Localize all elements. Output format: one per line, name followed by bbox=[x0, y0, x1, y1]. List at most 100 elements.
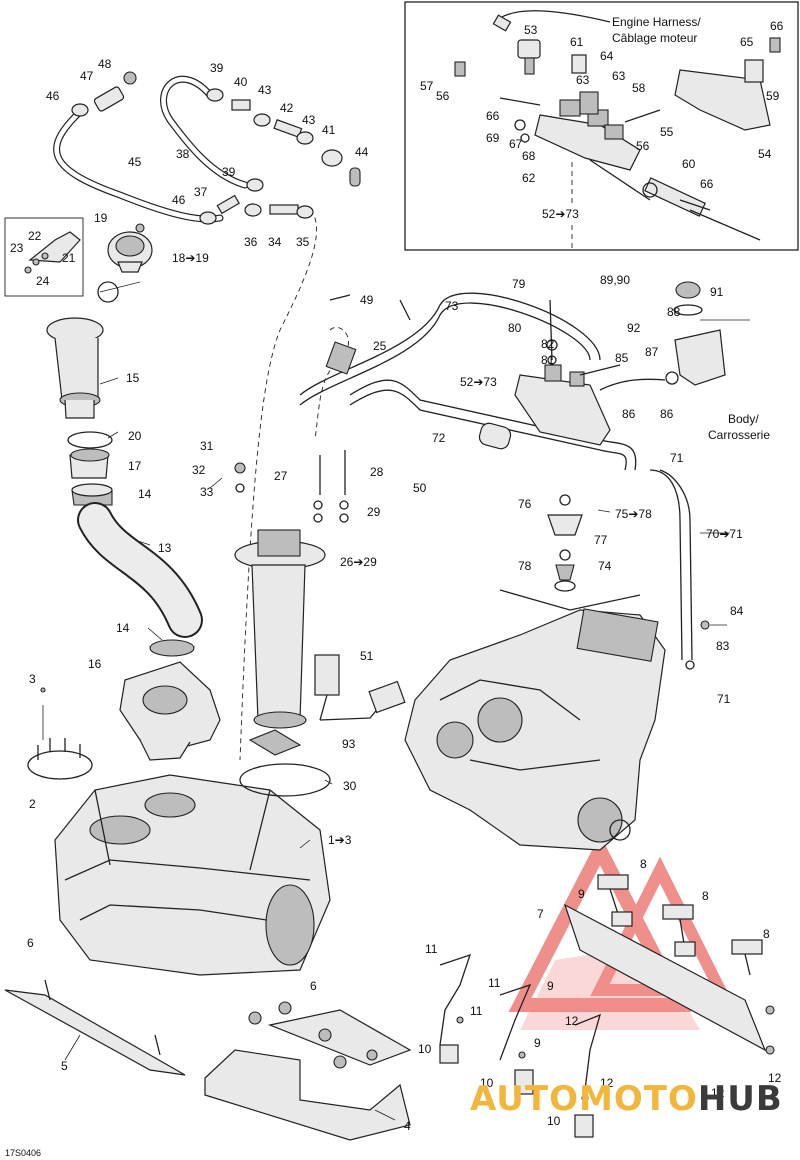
callout-label: 75➔78 bbox=[615, 507, 652, 521]
callout-label: 8 bbox=[702, 889, 709, 903]
callout-label: 48 bbox=[98, 57, 112, 71]
watermark-part2: MOTO bbox=[579, 1079, 698, 1119]
callout-label: 66 bbox=[770, 19, 784, 33]
callout-label: 32 bbox=[192, 463, 206, 477]
leader-lines bbox=[64, 377, 730, 1121]
callout-label: 93 bbox=[342, 737, 356, 751]
callout-label: 24 bbox=[36, 274, 50, 288]
callout-label: 19 bbox=[94, 211, 108, 225]
callout-label: 36 bbox=[244, 235, 258, 249]
callout-label: 63 bbox=[576, 73, 590, 87]
pressure-regulator bbox=[499, 494, 641, 611]
watermark-part1: AUTO bbox=[470, 1079, 579, 1119]
callout-label: 76 bbox=[518, 497, 532, 511]
callout-label: 71 bbox=[670, 451, 684, 465]
callout-label: 91 bbox=[710, 285, 724, 299]
callout-label: 57 bbox=[420, 79, 434, 93]
fuel-rail bbox=[514, 299, 666, 446]
callout-label: 45 bbox=[128, 155, 142, 169]
body-label-line1: Body/ bbox=[728, 412, 759, 426]
callout-label: 13 bbox=[158, 541, 172, 555]
callout-label: 50 bbox=[413, 481, 427, 495]
callout-label: 52➔73 bbox=[460, 375, 497, 389]
callout-label: 86 bbox=[660, 407, 674, 421]
callout-label: 56 bbox=[436, 89, 450, 103]
injector-rail-inset bbox=[404, 1, 799, 251]
callout-label: 28 bbox=[370, 465, 384, 479]
callout-label: 39 bbox=[210, 61, 224, 75]
callout-label: 15 bbox=[126, 371, 140, 385]
callout-label: 62 bbox=[522, 171, 536, 185]
callout-label: 46 bbox=[172, 193, 186, 207]
figure-code: 17S0406 bbox=[5, 1148, 41, 1158]
callout-label: 81 bbox=[541, 353, 555, 367]
callout-label: 33 bbox=[200, 485, 214, 499]
body-label: Body/ Carrosserie bbox=[708, 412, 770, 442]
callout-label: 64 bbox=[600, 49, 614, 63]
callout-label: 8 bbox=[763, 927, 770, 941]
callout-label: 56 bbox=[636, 139, 650, 153]
callout-label: 52➔73 bbox=[542, 207, 579, 221]
callout-label: 9 bbox=[547, 979, 554, 993]
callout-label: 67 bbox=[509, 137, 523, 151]
callout-label: 26➔29 bbox=[340, 555, 377, 569]
fuel-tank bbox=[54, 774, 331, 976]
callout-label: 7 bbox=[537, 907, 544, 921]
callout-label: 17 bbox=[128, 459, 142, 473]
harness-label: Engine Harness/ Câblage moteur bbox=[612, 15, 701, 45]
callout-label: 6 bbox=[310, 979, 317, 993]
callout-label: 66 bbox=[700, 177, 714, 191]
callout-label: 44 bbox=[355, 145, 369, 159]
callout-label: 39 bbox=[222, 165, 236, 179]
callout-label: 9 bbox=[578, 887, 585, 901]
protection-plates bbox=[204, 1001, 412, 1141]
callout-label: 1➔3 bbox=[328, 833, 352, 847]
callout-label: 77 bbox=[594, 533, 608, 547]
fuel-cap-assembly bbox=[4, 217, 153, 303]
callout-label: 10 bbox=[480, 1076, 494, 1090]
callout-label: 5 bbox=[61, 1059, 68, 1073]
callout-label: 71 bbox=[717, 692, 731, 706]
vent-hoses bbox=[53, 75, 318, 761]
callout-label: 59 bbox=[766, 89, 780, 103]
callout-label: 29 bbox=[367, 505, 381, 519]
callout-label: 30 bbox=[343, 779, 357, 793]
callout-label: 70➔71 bbox=[706, 527, 743, 541]
callout-label: 46 bbox=[46, 89, 60, 103]
callout-label: 9 bbox=[534, 1036, 541, 1050]
callout-label: 86 bbox=[622, 407, 636, 421]
callout-label: 27 bbox=[274, 469, 288, 483]
callout-label: 14 bbox=[116, 621, 130, 635]
harness-label-line1: Engine Harness/ bbox=[612, 15, 701, 29]
watermark-logo bbox=[508, 834, 730, 1030]
callout-label: 43 bbox=[258, 83, 272, 97]
callout-label: 31 bbox=[200, 439, 214, 453]
callout-label: 80 bbox=[508, 321, 522, 335]
callout-label: 49 bbox=[360, 293, 374, 307]
skid-plate bbox=[4, 979, 186, 1076]
watermark-part3: HUB bbox=[698, 1079, 783, 1119]
watermark-text: AUTOMOTOHUB bbox=[470, 1079, 783, 1119]
callout-label: 12 bbox=[768, 1071, 782, 1085]
callout-label: 40 bbox=[234, 75, 248, 89]
callout-label: 61 bbox=[570, 35, 584, 49]
fuel-pump-module bbox=[234, 450, 406, 797]
callout-label: 34 bbox=[268, 235, 282, 249]
callout-label: 60 bbox=[682, 157, 696, 171]
callout-label: 18➔19 bbox=[172, 251, 209, 265]
mounting-ring bbox=[27, 687, 93, 780]
callout-label: 16 bbox=[88, 657, 102, 671]
callout-label: 4 bbox=[404, 1119, 411, 1133]
callout-label: 88 bbox=[667, 305, 681, 319]
callout-label: 89,90 bbox=[600, 273, 630, 287]
callout-label: 72 bbox=[432, 431, 446, 445]
callout-label: 79 bbox=[512, 277, 526, 291]
callout-label: 58 bbox=[632, 81, 646, 95]
callout-label: 6 bbox=[27, 936, 34, 950]
callout-label: 82 bbox=[541, 337, 555, 351]
tank-cover bbox=[119, 661, 221, 761]
callout-label: 69 bbox=[486, 131, 500, 145]
callout-label: 11 bbox=[425, 942, 438, 956]
